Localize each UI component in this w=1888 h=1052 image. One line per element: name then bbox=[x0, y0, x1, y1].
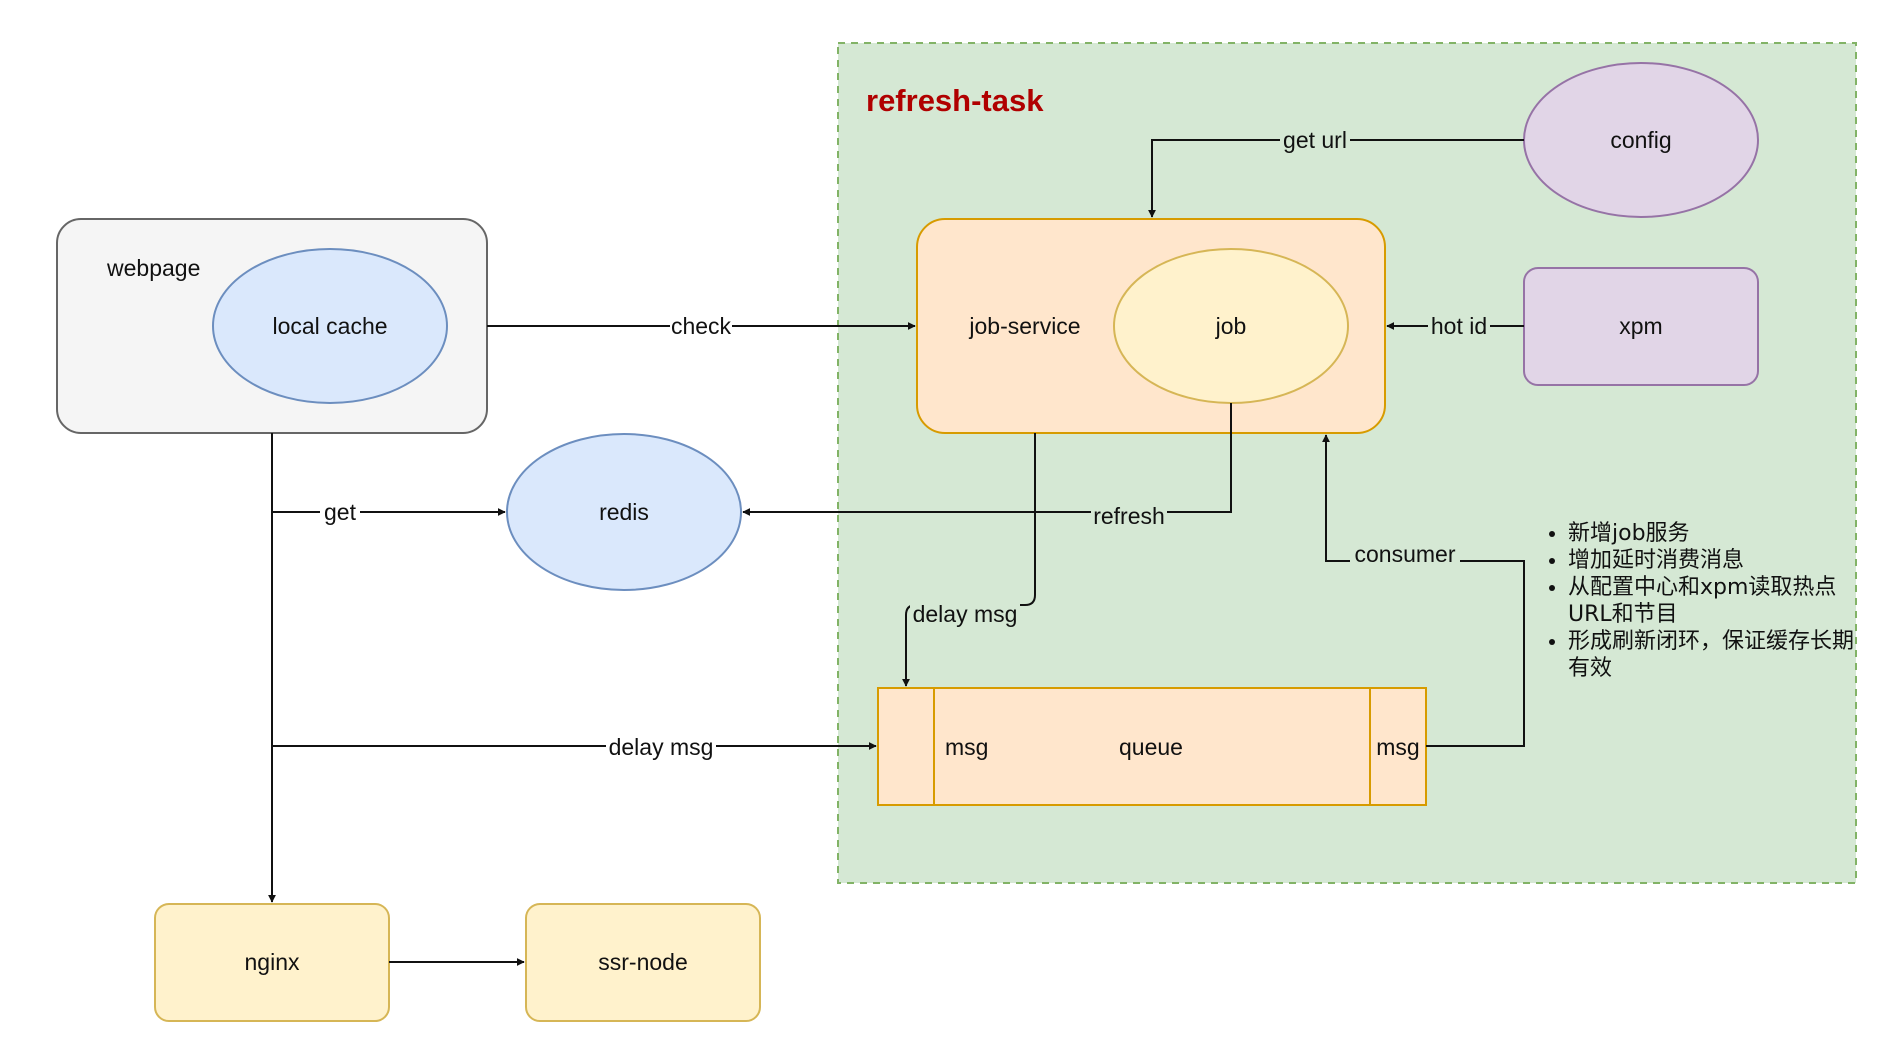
edge-refresh bbox=[742, 403, 1232, 516]
note-item: 增加延时消费消息 bbox=[1568, 547, 1868, 574]
edge-get-url-label-bg bbox=[1280, 126, 1350, 152]
note-item: 新增job服务 bbox=[1568, 520, 1868, 547]
edge-check-label-bg bbox=[670, 312, 732, 338]
edge-refresh-label: refresh bbox=[1093, 503, 1165, 529]
edge-get-url bbox=[1148, 139, 1524, 218]
redis-node bbox=[506, 433, 742, 591]
feature-notes: 新增job服务 增加延时消费消息 从配置中心和xpm读取热点URL和节目 形成刷… bbox=[1540, 520, 1868, 682]
job-service-label: job-service bbox=[968, 313, 1080, 339]
edge-get-label: get bbox=[324, 499, 357, 525]
edge-hot-id-label-bg bbox=[1428, 312, 1490, 338]
nginx-label: nginx bbox=[245, 949, 300, 975]
ssr-node-box bbox=[525, 903, 761, 1022]
note-item: 形成刷新闭环，保证缓存长期有效 bbox=[1568, 628, 1868, 682]
edge-hot-id-label: hot id bbox=[1431, 313, 1487, 339]
edge-delay-msg-webpage-label-bg bbox=[606, 732, 716, 758]
edge-delay-msg-webpage-label: delay msg bbox=[609, 734, 714, 760]
redis-label: redis bbox=[599, 499, 649, 525]
edge-consumer bbox=[1322, 434, 1525, 747]
xpm-label: xpm bbox=[1619, 313, 1662, 339]
edge-delay-msg-job-label: delay msg bbox=[913, 601, 1018, 627]
note-item: 从配置中心和xpm读取热点URL和节目 bbox=[1568, 574, 1868, 628]
refresh-task-title: refresh-task bbox=[866, 83, 1044, 118]
webpage-label: webpage bbox=[106, 255, 200, 281]
ssr-node-label: ssr-node bbox=[598, 949, 687, 975]
edge-get-label-bg bbox=[320, 498, 360, 524]
edge-delay-msg-job-label-bg bbox=[910, 600, 1020, 626]
queue-msg-right-label: msg bbox=[1376, 734, 1419, 760]
config-label: config bbox=[1610, 127, 1671, 153]
queue-msg-left-label: msg bbox=[945, 734, 988, 760]
edge-consumer-label: consumer bbox=[1355, 541, 1456, 567]
queue-label: queue bbox=[1119, 734, 1183, 760]
edge-get-url-label: get url bbox=[1283, 127, 1347, 153]
queue-box bbox=[877, 687, 1427, 806]
job-label: job bbox=[1215, 313, 1247, 339]
local-cache-node bbox=[212, 248, 448, 404]
edge-consumer-label-bg bbox=[1350, 541, 1460, 567]
local-cache-label: local cache bbox=[272, 313, 387, 339]
edge-check-label: check bbox=[671, 313, 732, 339]
edge-refresh-label-bg bbox=[1091, 502, 1167, 528]
